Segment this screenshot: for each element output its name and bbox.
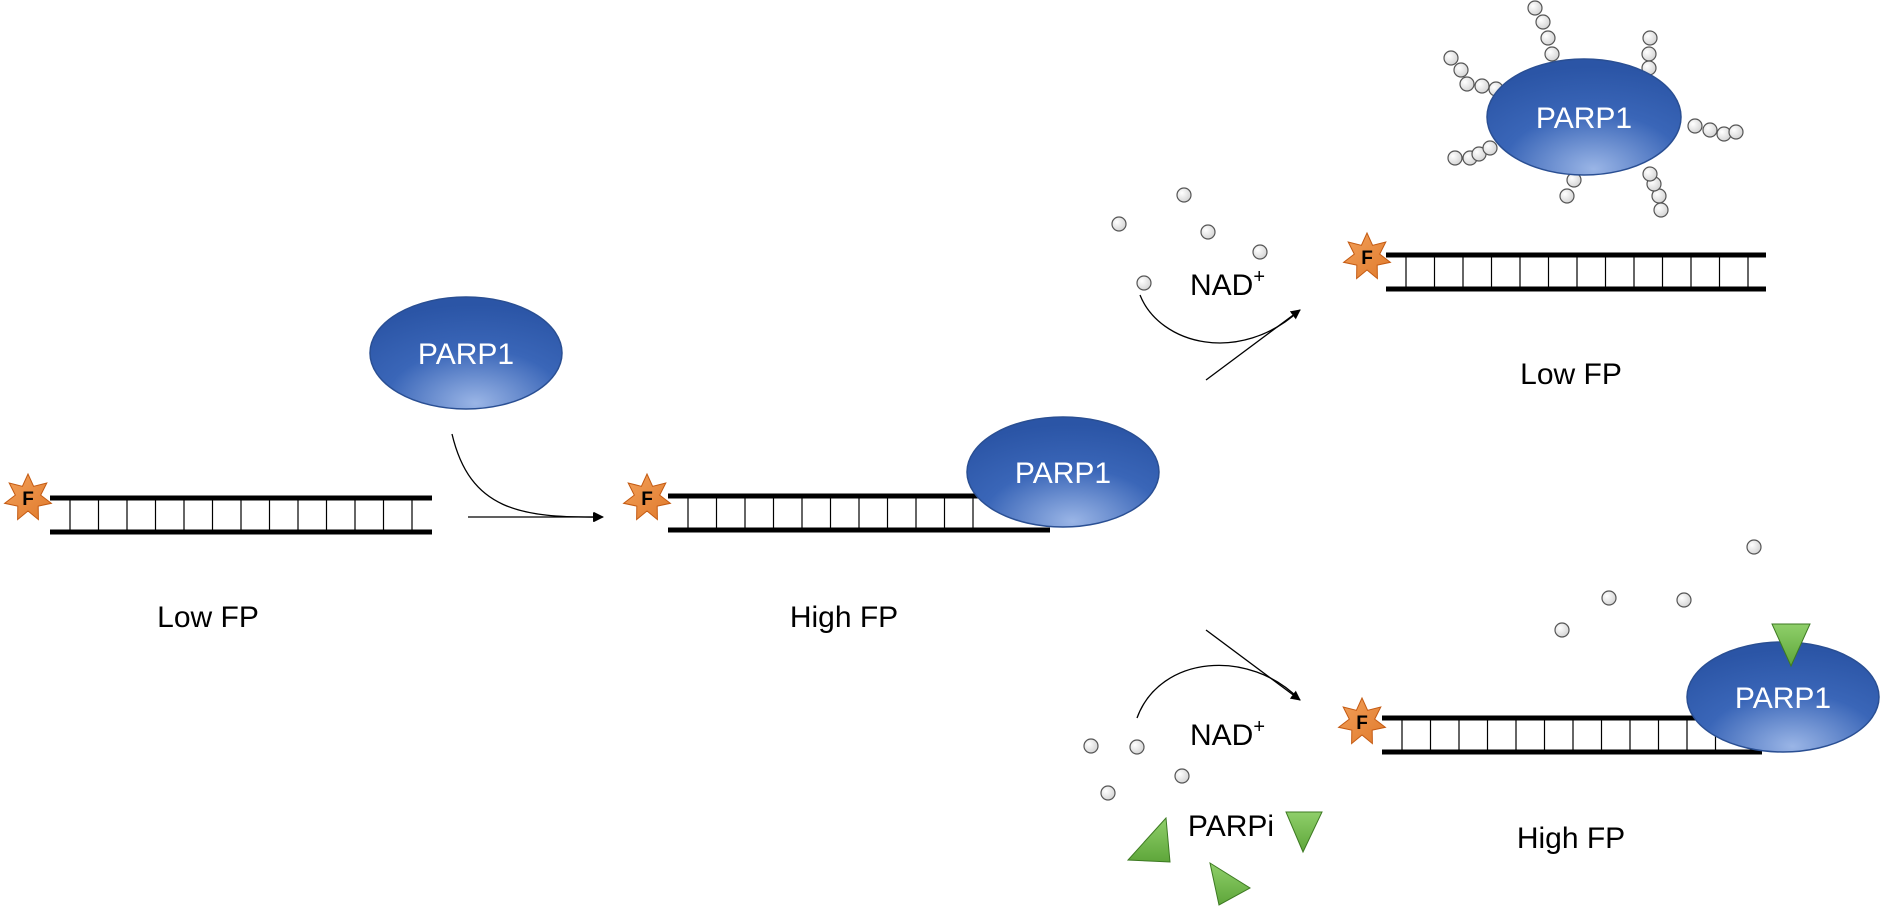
nad-beads-upper <box>1111 187 1268 291</box>
bead-icon <box>1459 76 1475 92</box>
branch-arrow-up <box>1205 309 1301 381</box>
bead-icon <box>1111 216 1127 232</box>
label-high-fp-bound: High FP <box>790 601 898 634</box>
dna-probe-bound: F <box>622 472 1050 533</box>
bead-icon <box>1200 224 1216 240</box>
ellipse-protein-icon <box>369 296 563 410</box>
bead-icon <box>1559 188 1575 204</box>
bead-icon <box>1453 62 1469 78</box>
dna-probe-inhibited: F <box>1337 696 1762 755</box>
label-low-fp-parylated: Low FP <box>1520 358 1622 391</box>
branch-arrow-down <box>1205 629 1301 701</box>
bead-icon <box>1687 118 1703 134</box>
dna-probe-free: F <box>3 472 432 535</box>
nad-beads-lower <box>1083 738 1190 801</box>
protein-label: PARP1 <box>418 338 514 371</box>
bead-icon <box>1702 122 1718 138</box>
label-low-fp-free: Low FP <box>157 601 259 634</box>
bead-icon <box>1176 187 1192 203</box>
bead-icon <box>1544 46 1560 62</box>
fluorophore-label: F <box>1361 248 1373 269</box>
ellipse-protein-icon <box>966 416 1160 528</box>
dna-probe-parylated: F <box>1342 231 1766 292</box>
bead-icon <box>1641 46 1657 62</box>
parp1-protein-free: PARP1 <box>369 296 563 410</box>
parpi-label: PARPi <box>1188 810 1274 843</box>
triangle-icon <box>1771 623 1811 668</box>
bead-icon <box>1447 150 1463 166</box>
bead-icon <box>1554 622 1570 638</box>
bead-icon <box>1100 785 1116 801</box>
triangle-icon <box>1285 811 1323 854</box>
protein-label: PARP1 <box>1015 457 1111 490</box>
nad-reagent-upper: NAD+ <box>1111 187 1268 302</box>
nad-label: NAD+ <box>1190 266 1265 302</box>
protein-label: PARP1 <box>1536 102 1632 135</box>
bead-icon <box>1527 0 1543 16</box>
star-burst-icon <box>1342 231 1392 280</box>
label-high-fp-inhibited: High FP <box>1517 822 1625 855</box>
fluorophore-label: F <box>641 489 653 510</box>
triangle-icon <box>1209 861 1251 906</box>
protein-label: PARP1 <box>1735 682 1831 715</box>
fluorophore-parylated: F <box>1342 231 1392 280</box>
parp1-protein-parylated: PARP1 <box>1486 58 1682 176</box>
bead-icon <box>1642 30 1658 46</box>
bead-icon <box>1653 202 1669 218</box>
bead-icon <box>1540 30 1556 46</box>
nad-beads-free <box>1554 539 1762 638</box>
bead-icon <box>1642 166 1658 182</box>
bead-icon <box>1474 78 1490 94</box>
fluorophore-free: F <box>3 472 53 521</box>
fluorophore-label: F <box>1356 713 1368 734</box>
parpi-reagent: PARPi <box>1126 810 1323 906</box>
bead-icon <box>1443 50 1459 66</box>
ellipse-protein-icon <box>1486 58 1682 176</box>
bead-icon <box>1535 14 1551 30</box>
bead-icon <box>1136 275 1152 291</box>
star-burst-icon <box>3 472 53 521</box>
fluorophore-label: F <box>22 489 34 510</box>
bead-icon <box>1482 140 1498 156</box>
nad-label: NAD+ <box>1190 716 1265 752</box>
bead-icon <box>1601 590 1617 606</box>
parp1-protein-bound: PARP1 <box>966 416 1160 528</box>
fluorophore-bound: F <box>622 472 672 521</box>
bead-icon <box>1728 124 1744 140</box>
bead-icon <box>1676 592 1692 608</box>
bead-icon <box>1083 738 1099 754</box>
bead-icon <box>1129 739 1145 755</box>
parp1-protein-inhibited: PARP1 <box>1686 623 1880 753</box>
nad-curved-arrow-down <box>1136 664 1301 719</box>
triangle-icon <box>1126 816 1171 863</box>
bead-icon <box>1746 539 1762 555</box>
bead-icon <box>1174 768 1190 784</box>
nad-reagent-lower: NAD+ <box>1083 716 1265 801</box>
fluorophore-inhibited: F <box>1337 696 1387 745</box>
star-burst-icon <box>1337 696 1387 745</box>
nad-curved-arrow-up <box>1139 294 1301 344</box>
star-burst-icon <box>622 472 672 521</box>
binding-curved-arrow <box>451 433 603 523</box>
bead-icon <box>1252 244 1268 260</box>
